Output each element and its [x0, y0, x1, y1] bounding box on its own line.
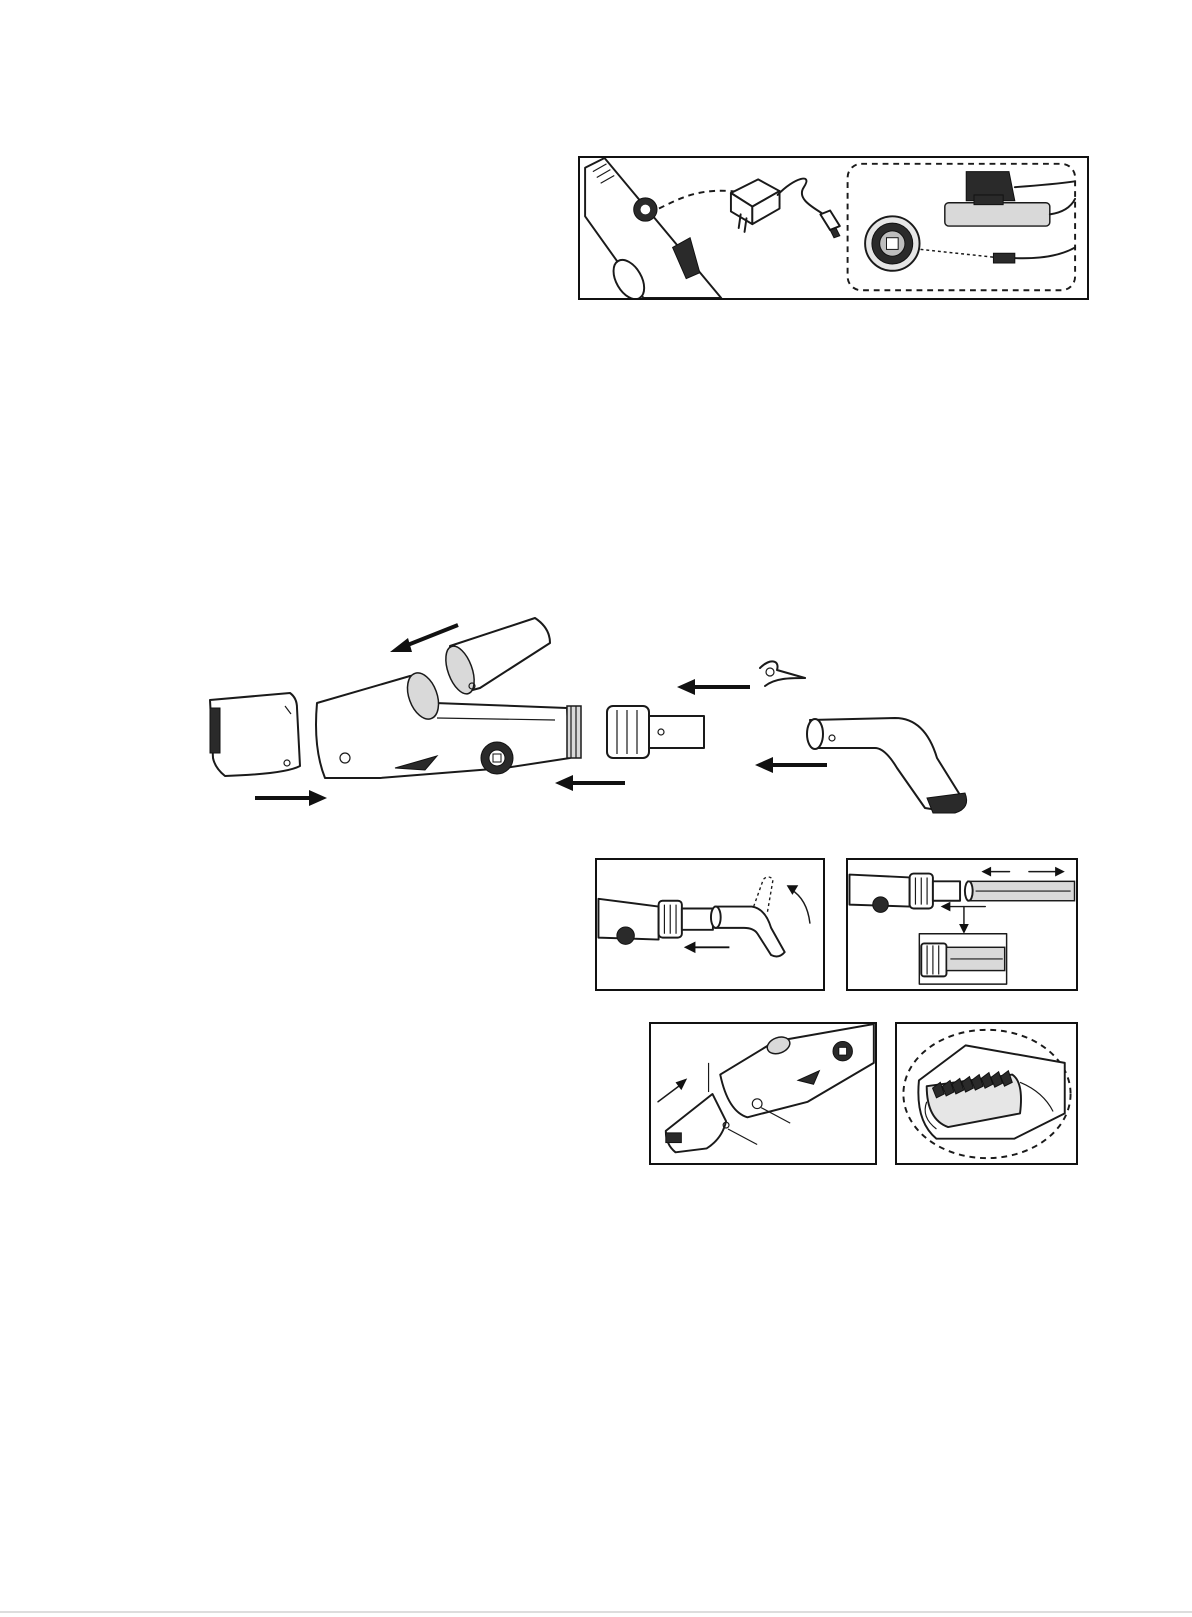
extension-pole-illustration	[848, 860, 1076, 989]
power-bank-icon	[945, 172, 1050, 226]
brush-detail-illustration	[897, 1024, 1076, 1163]
port-closeup-icon	[865, 216, 919, 270]
main-body-icon	[316, 669, 581, 778]
charging-illustration	[580, 158, 1087, 298]
usb-plug-icon	[820, 211, 839, 238]
clip-icon	[760, 661, 805, 686]
handle-icon	[585, 158, 721, 298]
lock-nut-icon	[607, 706, 649, 758]
extension-pole-icon	[965, 881, 1075, 900]
connector-tube-icon	[649, 716, 704, 748]
extension-pole-figure	[846, 858, 1078, 991]
assembly-figure	[205, 608, 985, 838]
rotate-arrow-icon	[787, 885, 810, 923]
main-body-icon	[598, 899, 712, 945]
brush-detail-figure	[895, 1022, 1078, 1165]
brush-head-icon	[210, 693, 300, 776]
nozzle-cap-icon	[440, 618, 550, 698]
brush-attach-illustration	[651, 1024, 875, 1163]
handle-grip-icon	[807, 718, 967, 813]
page-bottom-rule	[0, 1608, 1192, 1617]
detail-inset-icon	[919, 934, 1006, 984]
handle-attach-figure	[595, 858, 825, 991]
bent-handle-icon	[711, 877, 785, 956]
assembly-illustration	[205, 608, 985, 838]
wall-charger-icon	[731, 179, 780, 232]
main-body-icon	[720, 1024, 874, 1123]
brush-attach-figure	[649, 1022, 877, 1165]
charging-figure	[578, 156, 1089, 300]
handle-attach-illustration	[597, 860, 823, 989]
